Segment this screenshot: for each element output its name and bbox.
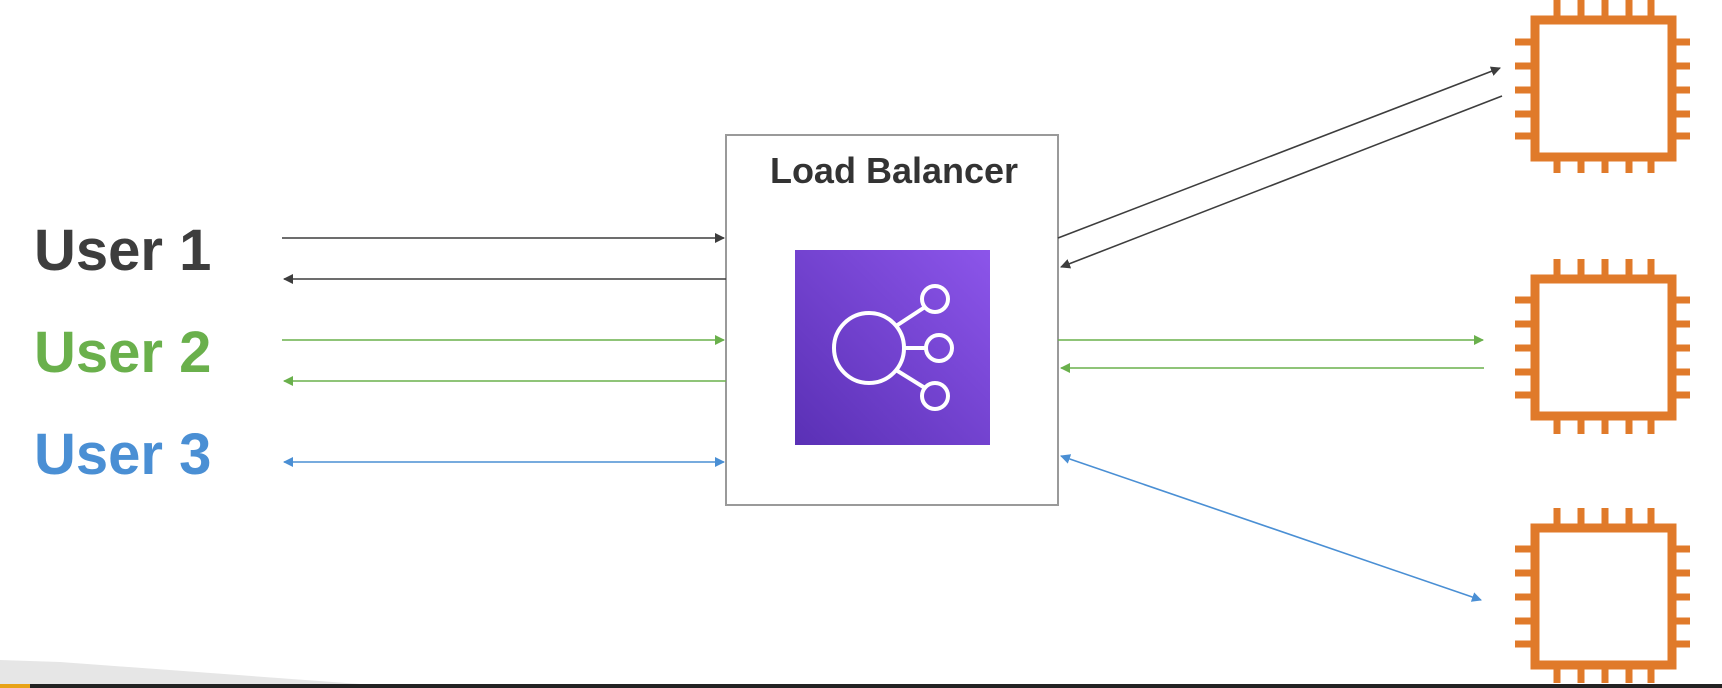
slide-footer-bar — [0, 684, 1722, 688]
server1-request-arrow — [1057, 66, 1501, 239]
user-1-label: User 1 — [34, 218, 212, 283]
server-3-ec2-instance-chip-icon — [1515, 508, 1690, 683]
slide-footer-shadow — [0, 660, 1722, 688]
server-2-ec2-instance-chip-icon — [1515, 259, 1690, 434]
server1-response-arrow — [1060, 95, 1503, 269]
server3-bidirectional-arrow — [1060, 454, 1482, 602]
load-balancer-title: Load Balancer — [769, 150, 1019, 191]
elastic-load-balancing-icon — [795, 250, 990, 445]
slide-footer-accent — [0, 684, 30, 688]
user-3-label: User 3 — [34, 422, 212, 487]
server-1-ec2-instance-chip-icon — [1515, 0, 1690, 173]
user-2-label: User 2 — [34, 320, 212, 385]
